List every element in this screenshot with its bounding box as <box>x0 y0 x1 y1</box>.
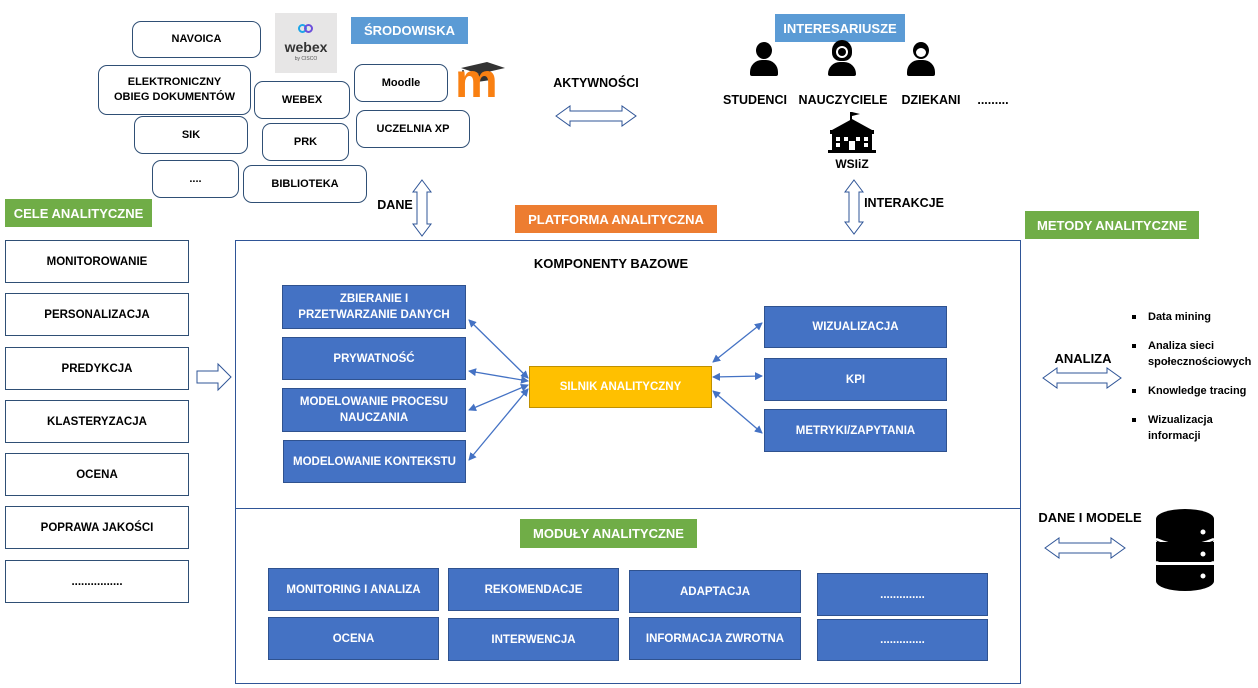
env-sik: SIK <box>134 116 248 154</box>
component-privacy: PRYWATNOŚĆ <box>282 337 466 380</box>
env-more: .... <box>152 160 239 198</box>
stakeholder-more: ......... <box>977 93 1009 107</box>
goals-title: CELE ANALITYCZNE <box>5 199 152 227</box>
module-intervention: INTERWENCJA <box>448 618 619 661</box>
module-recommendations: REKOMENDACJE <box>448 568 619 611</box>
methods-title: METODY ANALITYCZNE <box>1025 211 1199 239</box>
module-monitoring-analysis: MONITORING I ANALIZA <box>268 568 439 611</box>
goal-more: ................ <box>5 560 189 603</box>
webex-logo-sub: by CISCO <box>294 56 318 62</box>
stakeholder-deans: DZIEKANI <box>901 93 961 107</box>
module-assessment: OCENA <box>268 617 439 660</box>
goal-clustering: KLASTERYZACJA <box>5 400 189 443</box>
goals-to-platform-arrow <box>196 362 232 392</box>
env-navoica: NAVOICA <box>132 21 261 58</box>
activities-double-arrow <box>555 105 637 127</box>
module-feedback: INFORMACJA ZWROTNA <box>629 617 801 660</box>
data-double-arrow <box>412 179 432 237</box>
interactions-label: INTERAKCJE <box>864 196 944 210</box>
component-context-modeling: MODELOWANIE KONTEKSTU <box>283 440 466 483</box>
stakeholders-title: INTERESARIUSZE <box>775 14 905 42</box>
env-document-flow: ELEKTRONICZNY OBIEG DOKUMENTÓW <box>98 65 251 115</box>
goal-monitoring: MONITOROWANIE <box>5 240 189 283</box>
environments-title: ŚRODOWISKA <box>351 17 468 44</box>
data-label: DANE <box>377 198 413 212</box>
module-adaptation: ADAPTACJA <box>629 570 801 613</box>
platform-modules-box <box>235 508 1021 684</box>
moodle-logo: m <box>447 55 511 108</box>
goal-personalization: PERSONALIZACJA <box>5 293 189 336</box>
module-more-2: .............. <box>817 619 988 661</box>
stakeholder-teachers: NAUCZYCIELE <box>798 93 888 107</box>
env-library: BIBLIOTEKA <box>243 165 367 203</box>
method-item: Data mining <box>1130 309 1256 325</box>
moodle-cap-icon <box>461 62 505 86</box>
method-item: Knowledge tracing <box>1130 383 1256 399</box>
component-kpi: KPI <box>764 358 947 401</box>
webex-logo-mark <box>298 24 314 35</box>
data-models-double-arrow <box>1044 537 1126 559</box>
goal-quality-improvement: POPRAWA JAKOŚCI <box>5 506 189 549</box>
method-item: Analiza sieci społecznościowych <box>1130 338 1256 370</box>
env-prk: PRK <box>262 123 349 161</box>
modules-title: MODUŁY ANALITYCZNE <box>520 519 697 548</box>
goal-prediction: PREDYKCJA <box>5 347 189 390</box>
component-learning-process-modeling: MODELOWANIE PROCESU NAUCZANIA <box>282 388 466 432</box>
data-models-label: DANE I MODELE <box>1038 509 1142 525</box>
analytics-engine: SILNIK ANALITYCZNY <box>529 366 712 408</box>
methods-list: Data mining Analiza sieci społecznościow… <box>1130 309 1256 457</box>
activities-label: AKTYWNOŚCI <box>553 76 639 90</box>
component-visualization: WIZUALIZACJA <box>764 306 947 348</box>
method-item: Wizualizacja informacji <box>1130 412 1256 444</box>
webex-logo: webex by CISCO <box>275 13 337 73</box>
component-metrics-queries: METRYKI/ZAPYTANIA <box>764 409 947 452</box>
env-webex: WEBEX <box>254 81 350 119</box>
module-more-1: .............. <box>817 573 988 616</box>
env-moodle: Moodle <box>354 64 448 102</box>
analysis-label: ANALIZA <box>1054 350 1112 366</box>
env-uczelnia-xp: UCZELNIA XP <box>356 110 470 148</box>
university-building-icon <box>826 112 878 154</box>
moodle-logo-letter: m <box>455 55 498 108</box>
teacher-icon <box>826 40 858 78</box>
interactions-double-arrow <box>844 179 864 235</box>
dean-icon <box>905 40 937 78</box>
goal-assessment: OCENA <box>5 453 189 496</box>
institution-label: WSIiZ <box>835 157 869 171</box>
database-icon <box>1154 508 1216 592</box>
core-components-title: KOMPONENTY BAZOWE <box>533 255 689 271</box>
component-data-collection: ZBIERANIE I PRZETWARZANIE DANYCH <box>282 285 466 329</box>
webex-logo-word: webex <box>284 39 328 55</box>
platform-title: PLATFORMA ANALITYCZNA <box>515 205 717 233</box>
analysis-double-arrow <box>1042 367 1122 389</box>
student-icon <box>748 40 780 78</box>
stakeholder-students: STUDENCI <box>723 93 787 107</box>
